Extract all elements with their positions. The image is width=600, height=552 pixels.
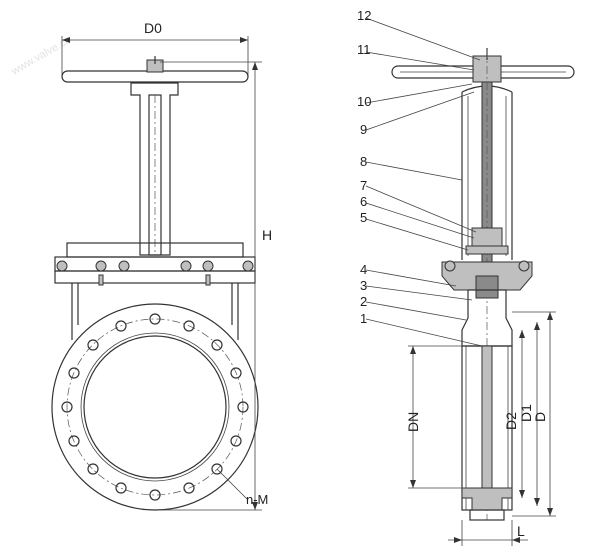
bolt-head xyxy=(118,260,130,272)
bolt-hole xyxy=(230,435,242,447)
d2-arrow-bottom xyxy=(519,490,525,498)
leader-11 xyxy=(365,51,475,71)
bolt-hole xyxy=(115,320,127,332)
bolt-hole xyxy=(230,367,242,379)
bore-chamfer xyxy=(80,332,230,482)
bolt-head xyxy=(180,260,192,272)
bolt-hole xyxy=(211,463,223,475)
bolt-hole xyxy=(68,367,80,379)
part-number: 1 xyxy=(360,311,367,326)
d2-label: D2 xyxy=(503,412,519,430)
part-numbers: 12 11 10 9 8 7 6 5 4 3 2 1 xyxy=(357,8,371,326)
leader-3 xyxy=(365,285,473,301)
dn-arrow-top xyxy=(410,346,416,354)
bonnet-bolt xyxy=(444,260,456,272)
leader-12 xyxy=(365,17,481,61)
top-plate xyxy=(54,256,256,272)
bolt-hole xyxy=(87,339,99,351)
bolt-hole xyxy=(115,482,127,494)
bolt-hole xyxy=(237,401,249,413)
leader-2 xyxy=(365,301,467,321)
body-bottom xyxy=(461,487,513,511)
leader-7 xyxy=(365,185,477,233)
gland-plate xyxy=(54,270,256,284)
handwheel xyxy=(61,70,249,83)
yoke-nut xyxy=(471,227,503,247)
part-number: 2 xyxy=(360,294,367,309)
dn-label: DN xyxy=(405,412,421,432)
part-number: 4 xyxy=(360,262,367,277)
bolt-hole xyxy=(87,463,99,475)
yoke xyxy=(130,82,179,256)
bolt-shank xyxy=(205,274,211,286)
d-label: D xyxy=(532,412,548,422)
d0-label: D0 xyxy=(144,20,162,36)
dn-arrow-bottom xyxy=(410,480,416,488)
bolt-hole xyxy=(149,489,161,501)
l-arrow-right xyxy=(512,537,520,543)
leader-5 xyxy=(365,218,469,251)
leader-10 xyxy=(365,83,473,104)
d0-arrow-left xyxy=(62,37,70,43)
d1-arrow-top xyxy=(534,322,540,330)
part-number: 8 xyxy=(360,154,367,169)
body-flange-outer xyxy=(51,303,259,511)
l-label: L xyxy=(517,523,525,539)
bolt-head xyxy=(95,260,107,272)
leader-9 xyxy=(365,91,475,131)
bolt-hole xyxy=(211,339,223,351)
body-bore xyxy=(83,335,227,479)
bolt-head xyxy=(202,260,214,272)
h-arrow-bottom xyxy=(252,502,258,510)
bolt-circle xyxy=(66,318,244,496)
h-label: H xyxy=(262,227,272,243)
part-number: 3 xyxy=(360,278,367,293)
d1-label: D1 xyxy=(518,404,534,422)
leader-6 xyxy=(365,202,475,239)
front-view: D0 xyxy=(51,20,272,511)
bolt-callout-leader xyxy=(216,468,249,501)
body-neck-inner xyxy=(77,283,233,325)
bolt-shank xyxy=(98,274,104,286)
part-number: 5 xyxy=(360,210,367,225)
part-number: 7 xyxy=(360,178,367,193)
bolt-hole xyxy=(183,320,195,332)
d-arrow-bottom xyxy=(547,508,553,516)
bolt-hole xyxy=(61,401,73,413)
body-neck xyxy=(71,283,239,340)
part-leaders xyxy=(365,17,483,347)
bonnet-bolt xyxy=(518,260,530,272)
gland xyxy=(465,245,509,255)
l-arrow-left xyxy=(454,537,462,543)
bolt-head xyxy=(242,260,254,272)
body-foot xyxy=(469,509,505,521)
packing xyxy=(475,275,499,299)
leader-8 xyxy=(365,161,463,181)
part-number: 10 xyxy=(357,94,371,109)
top-bolts xyxy=(56,260,254,286)
flange-bolt-holes xyxy=(61,313,249,501)
d0-arrow-right xyxy=(240,37,248,43)
gate xyxy=(481,345,493,499)
leader-1 xyxy=(365,318,483,347)
yoke-side-inner xyxy=(467,96,507,256)
h-arrow-top xyxy=(252,62,258,70)
part-number: 9 xyxy=(360,122,367,137)
bolt-callout-label: n-M xyxy=(246,492,268,507)
bolt-hole xyxy=(183,482,195,494)
leader-4 xyxy=(365,269,457,287)
bolt-head xyxy=(56,260,68,272)
part-number: 11 xyxy=(357,42,371,57)
part-number: 6 xyxy=(360,194,367,209)
bolt-hole xyxy=(149,313,161,325)
part-number: 12 xyxy=(357,8,371,23)
d1-arrow-bottom xyxy=(534,498,540,506)
d-arrow-top xyxy=(547,312,553,320)
bolt-hole xyxy=(68,435,80,447)
side-view: 12 11 10 9 8 7 6 5 4 3 2 1 DN D2 D1 xyxy=(357,8,575,546)
d2-arrow-top xyxy=(519,330,525,338)
